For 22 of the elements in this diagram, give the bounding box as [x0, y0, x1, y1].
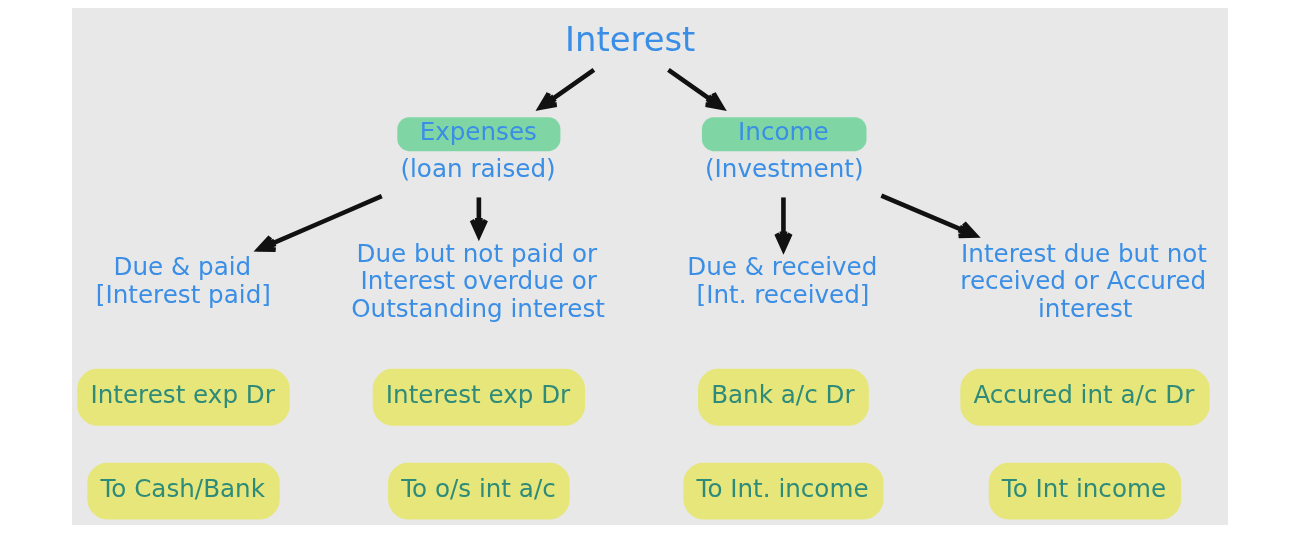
node-label: (loan raised) — [400, 153, 556, 183]
node-text: Due & paid [Interest paid] — [95, 252, 271, 310]
node-box: Accured int a/c Dr — [960, 368, 1210, 426]
arrow — [537, 67, 596, 111]
node-box: To Int income — [988, 462, 1182, 520]
node-box: Expenses — [397, 117, 561, 152]
node-text: Due but not paid or Interest overdue or Outstanding interest — [351, 238, 605, 323]
node-text: Interest — [565, 19, 696, 59]
node-box: Interest exp Dr — [372, 368, 585, 426]
node-box: To Cash/Bank — [87, 462, 280, 520]
node-box: To o/s int a/c — [388, 462, 570, 520]
node-box: Income — [701, 117, 867, 152]
arrow — [774, 197, 793, 252]
node-label: (Investment) — [704, 153, 864, 183]
node-box: Interest exp Dr — [77, 368, 290, 426]
arrow — [256, 194, 383, 252]
node-box: To Int. income — [683, 462, 884, 520]
node-text: Interest due but not received or Accured interest — [960, 238, 1207, 323]
node-box: Bank a/c Dr — [698, 368, 869, 426]
node-text: Due & received [Int. received] — [687, 252, 878, 310]
arrow — [667, 67, 725, 111]
arrow — [880, 193, 978, 239]
